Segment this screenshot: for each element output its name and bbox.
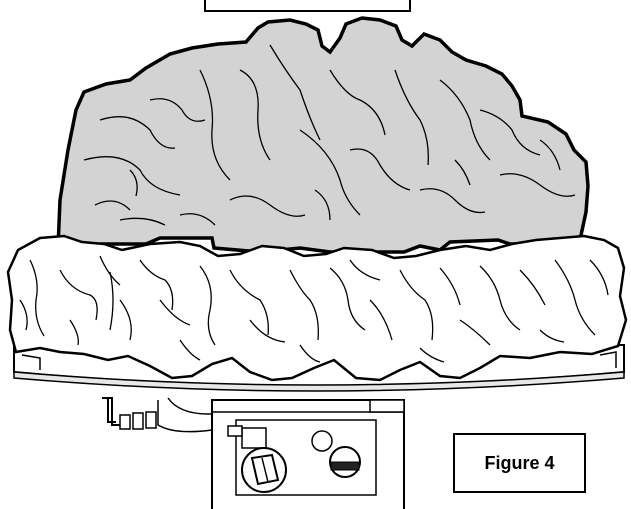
pilot-assembly [102, 397, 213, 433]
figure-label-box: Figure 4 [453, 433, 586, 493]
figure-label: Figure 4 [484, 452, 555, 473]
gas-valve [211, 399, 405, 509]
top-label-box [204, 0, 411, 12]
rear-log-set [56, 16, 590, 254]
front-log-set [6, 234, 628, 382]
control-knob [241, 430, 361, 493]
